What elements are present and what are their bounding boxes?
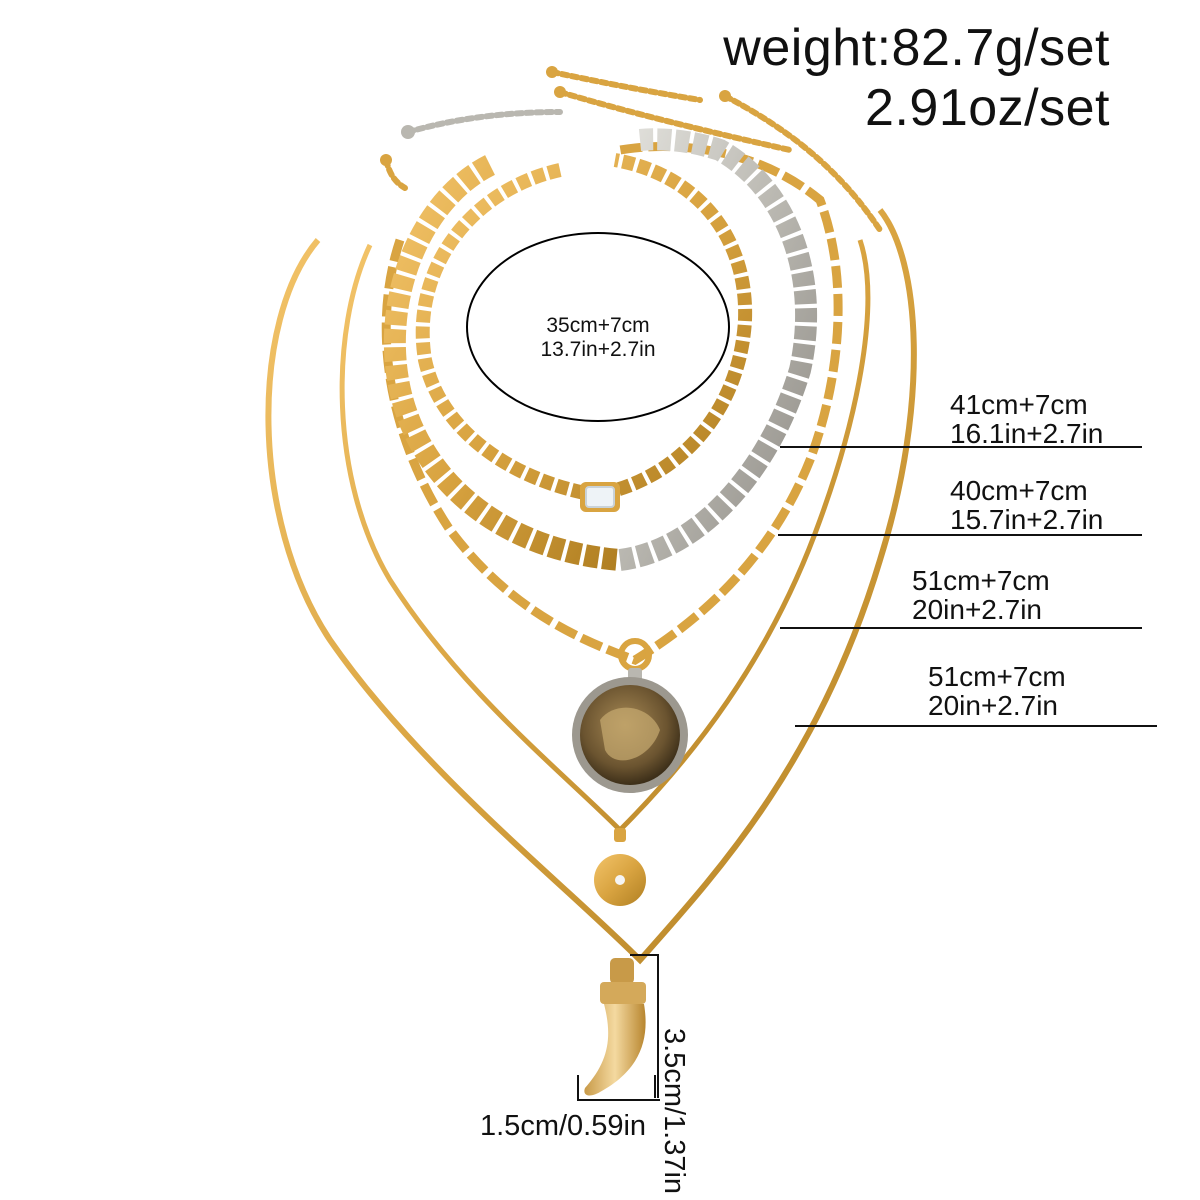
extension-chain-1 — [549, 69, 703, 103]
choker-length-cm: 35cm+7cm — [546, 314, 650, 337]
coin-pendant — [572, 638, 688, 793]
small-round-pendant — [594, 828, 646, 906]
pendant-width-label: 1.5cm/0.59in — [480, 1110, 647, 1142]
crystal-connector — [580, 482, 620, 512]
extension-chains — [380, 66, 883, 233]
cuban-chain-silver-section — [618, 128, 817, 571]
extension-chain-3 — [722, 93, 883, 233]
dimension-label-3: 51cm+7cm 20in+2.7in — [912, 566, 1050, 625]
paperclip-chain — [381, 142, 843, 665]
dimension-label-4: 51cm+7cm 20in+2.7in — [928, 662, 1066, 721]
extension-chain-4 — [405, 109, 563, 135]
long-box-chain-outer — [265, 208, 917, 965]
horn-pendant — [584, 958, 646, 1096]
dimension-in: 20in+2.7in — [928, 690, 1059, 722]
leader-line-3 — [780, 627, 1142, 629]
horn-measure-bracket — [577, 954, 660, 1101]
dimension-cm: 40cm+7cm — [950, 475, 1088, 506]
weight-grams: weight:82.7g/set — [723, 19, 1110, 77]
pendant-height-label: 3.5cm/1.37in — [658, 1028, 690, 1195]
dimension-cm: 51cm+7cm — [928, 661, 1066, 692]
dimension-cm: 51cm+7cm — [912, 565, 1050, 596]
leader-line-2 — [778, 534, 1142, 536]
dimension-in: 16.1in+2.7in — [950, 418, 1104, 450]
choker-length-in: 13.7in+2.7in — [540, 338, 656, 361]
dimension-in: 20in+2.7in — [912, 594, 1043, 626]
leader-line-1 — [780, 446, 1142, 448]
cuban-chain-gold-section — [383, 155, 621, 571]
dimension-label-2: 40cm+7cm 15.7in+2.7in — [950, 476, 1103, 535]
dimension-cm: 41cm+7cm — [950, 389, 1088, 420]
leader-line-4 — [795, 725, 1157, 727]
extension-chain-2 — [557, 89, 793, 153]
dimension-in: 15.7in+2.7in — [950, 504, 1104, 536]
dimension-label-1: 41cm+7cm 16.1in+2.7in — [950, 390, 1103, 449]
choker-length-circle: 35cm+7cm 13.7in+2.7in — [466, 232, 730, 422]
weight-ounces: 2.91oz/set — [865, 79, 1110, 137]
